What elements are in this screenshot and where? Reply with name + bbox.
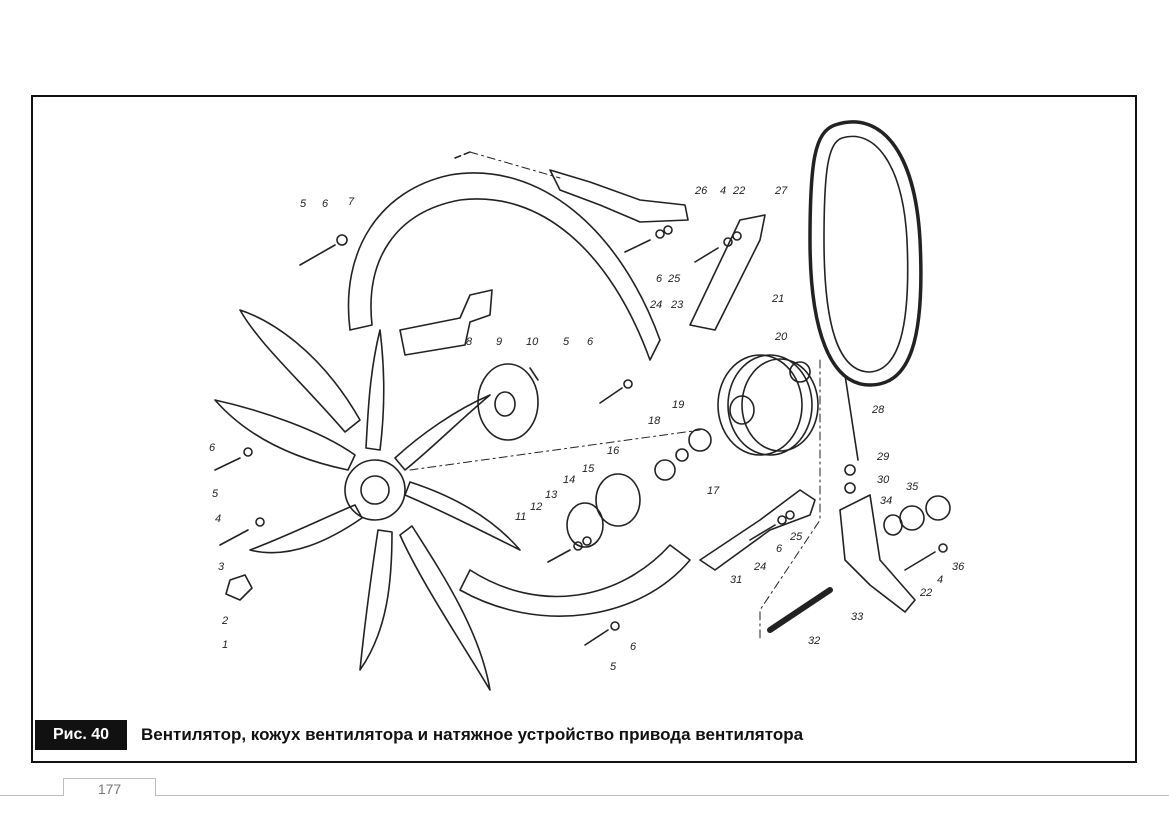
callout: 29 bbox=[876, 451, 889, 463]
callout: 5 bbox=[300, 198, 307, 210]
callout: 22 bbox=[919, 587, 932, 599]
callout: 23 bbox=[670, 299, 684, 311]
figure-caption: Вентилятор, кожух вентилятора и натяжное… bbox=[141, 725, 804, 744]
callout: 12 bbox=[530, 501, 542, 513]
callout: 28 bbox=[871, 404, 885, 416]
callout: 33 bbox=[851, 611, 864, 623]
callout: 3 bbox=[218, 561, 225, 573]
drive-belt bbox=[808, 120, 923, 387]
callout: 8 bbox=[466, 336, 473, 348]
callout: 27 bbox=[774, 185, 788, 197]
callout: 6 bbox=[587, 336, 594, 348]
callout: 20 bbox=[774, 331, 788, 343]
callout: 7 bbox=[348, 196, 355, 208]
fan-blade bbox=[239, 309, 361, 433]
callout: 35 bbox=[906, 481, 919, 493]
callout: 1 bbox=[222, 639, 228, 651]
figure-frame bbox=[31, 95, 1137, 763]
callout: 25 bbox=[667, 273, 681, 285]
callout: 22 bbox=[732, 185, 745, 197]
fan-blade bbox=[394, 394, 491, 471]
callout: 5 bbox=[563, 336, 570, 348]
fan-blade bbox=[359, 529, 393, 671]
callout: 21 bbox=[771, 293, 784, 305]
callout: 17 bbox=[707, 485, 720, 497]
callout: 5 bbox=[610, 661, 617, 673]
callout: 26 bbox=[694, 185, 708, 197]
callout-labels: 5 6 7 26 4 22 27 6 25 24 23 21 8 9 10 5 … bbox=[209, 185, 965, 673]
fan-blade bbox=[365, 329, 385, 451]
bracket-31 bbox=[699, 489, 816, 571]
fan-assembly bbox=[214, 309, 521, 691]
callout: 6 bbox=[656, 273, 663, 285]
fan-shroud bbox=[347, 172, 661, 361]
bracket-8 bbox=[399, 289, 493, 356]
callout: 19 bbox=[672, 399, 684, 411]
callout: 4 bbox=[937, 574, 943, 586]
callout: 11 bbox=[515, 511, 526, 523]
callout: 24 bbox=[649, 299, 662, 311]
fan-blade bbox=[214, 399, 356, 471]
callout: 4 bbox=[215, 513, 221, 525]
callout: 6 bbox=[322, 198, 329, 210]
callout: 31 bbox=[730, 574, 742, 586]
callout: 36 bbox=[952, 561, 965, 573]
callout: 13 bbox=[545, 489, 558, 501]
callout: 34 bbox=[880, 495, 892, 507]
callout: 14 bbox=[563, 474, 575, 486]
fan-blade bbox=[249, 504, 363, 554]
fan-blade bbox=[404, 481, 521, 551]
page-number: 177 bbox=[97, 781, 122, 797]
page-number-tab bbox=[63, 778, 156, 796]
callout: 4 bbox=[720, 185, 726, 197]
callout: 25 bbox=[789, 531, 803, 543]
fasteners bbox=[214, 225, 951, 646]
callout: 6 bbox=[630, 641, 637, 653]
fan-hub bbox=[477, 363, 539, 441]
fan-blade bbox=[399, 525, 491, 691]
bracket-21 bbox=[689, 214, 766, 331]
callout: 2 bbox=[221, 615, 228, 627]
footer-divider bbox=[0, 795, 1169, 796]
bracket-26 bbox=[549, 169, 689, 223]
callout: 5 bbox=[212, 488, 219, 500]
pulley bbox=[717, 354, 819, 456]
callout: 24 bbox=[753, 561, 766, 573]
tensioner-arm-33 bbox=[839, 494, 916, 613]
figure-number-badge: Рис. 40 bbox=[35, 720, 127, 750]
callout: 6 bbox=[209, 442, 216, 454]
callout: 16 bbox=[607, 445, 620, 457]
callout: 30 bbox=[877, 474, 890, 486]
callout: 15 bbox=[582, 463, 595, 475]
callout: 10 bbox=[526, 336, 539, 348]
callout: 18 bbox=[648, 415, 661, 427]
fan-shroud-lower bbox=[459, 544, 691, 617]
callout: 32 bbox=[808, 635, 820, 647]
callout: 6 bbox=[776, 543, 783, 555]
callout: 9 bbox=[496, 336, 502, 348]
